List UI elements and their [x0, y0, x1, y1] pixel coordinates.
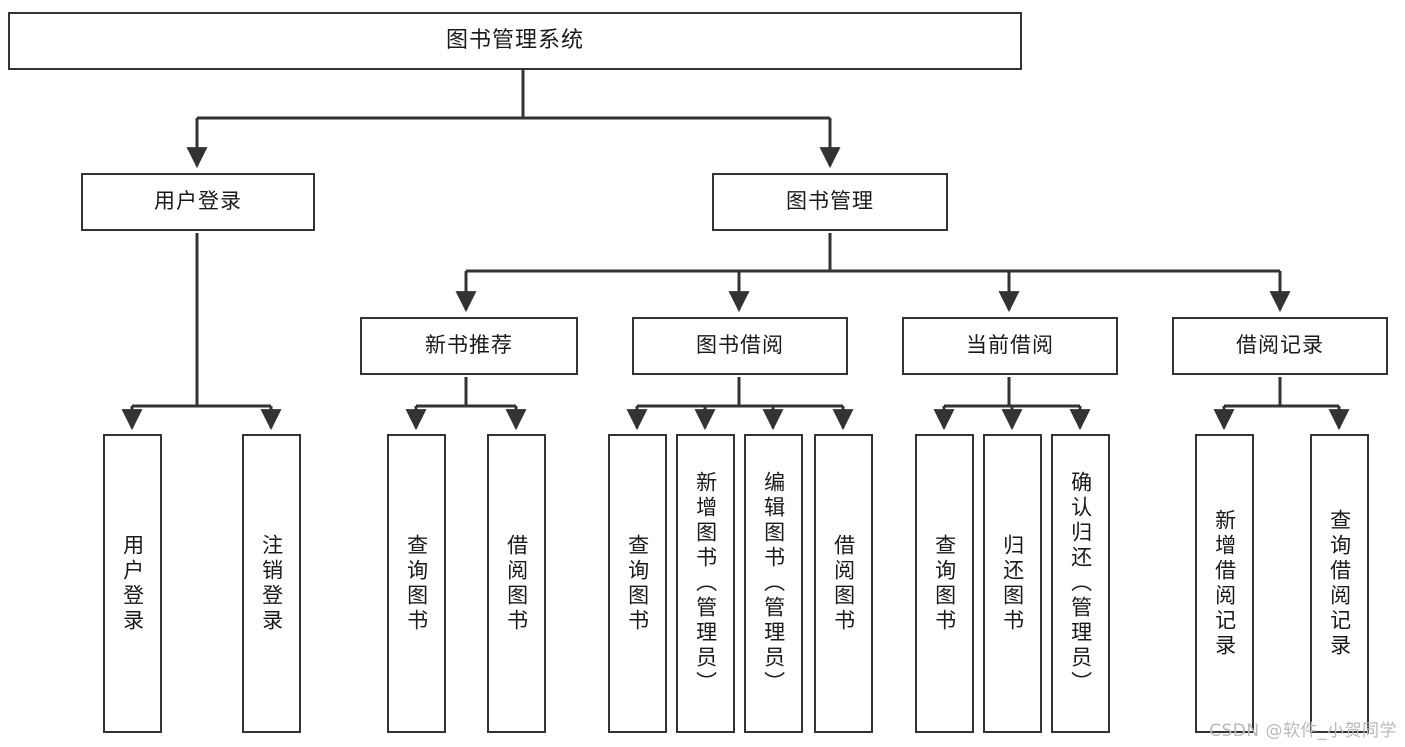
node-new-book-recommend[interactable]: 新书推荐	[360, 317, 578, 375]
node-leaf-query-book-3[interactable]: 查询图书	[915, 434, 974, 733]
node-book-borrow-label: 图书借阅	[696, 333, 784, 358]
node-user-login[interactable]: 用户登录	[81, 173, 315, 231]
node-leaf-return-book[interactable]: 归还图书	[983, 434, 1042, 733]
node-current-borrow-label: 当前借阅	[966, 333, 1054, 358]
node-leaf-logout-login-label: 注销登录	[259, 533, 284, 634]
node-leaf-logout-login[interactable]: 注销登录	[242, 434, 301, 733]
node-book-management[interactable]: 图书管理	[712, 173, 948, 231]
node-leaf-borrow-book-1[interactable]: 借阅图书	[487, 434, 546, 733]
node-leaf-borrow-book-1-label: 借阅图书	[504, 533, 529, 634]
node-leaf-confirm-return-label: 确认归还（管理员）	[1068, 471, 1093, 696]
node-new-book-recommend-label: 新书推荐	[425, 333, 513, 358]
node-leaf-query-book-1-label: 查询图书	[404, 533, 429, 634]
node-leaf-return-book-label: 归还图书	[1000, 533, 1025, 634]
node-leaf-add-book-label: 新增图书（管理员）	[693, 471, 718, 696]
node-book-borrow[interactable]: 图书借阅	[632, 317, 848, 375]
node-leaf-query-book-2-label: 查询图书	[625, 533, 650, 634]
node-leaf-confirm-return[interactable]: 确认归还（管理员）	[1051, 434, 1110, 733]
node-book-management-label: 图书管理	[786, 189, 874, 214]
node-leaf-query-record-label: 查询借阅记录	[1327, 508, 1352, 659]
node-user-login-label: 用户登录	[154, 189, 242, 214]
node-borrow-record-label: 借阅记录	[1236, 333, 1324, 358]
node-leaf-user-login-label: 用户登录	[120, 533, 145, 634]
node-current-borrow[interactable]: 当前借阅	[902, 317, 1118, 375]
node-borrow-record[interactable]: 借阅记录	[1172, 317, 1388, 375]
node-leaf-edit-book[interactable]: 编辑图书（管理员）	[744, 434, 803, 733]
node-leaf-user-login[interactable]: 用户登录	[103, 434, 162, 733]
node-leaf-add-record-label: 新增借阅记录	[1212, 508, 1237, 659]
node-leaf-query-book-1[interactable]: 查询图书	[387, 434, 446, 733]
node-leaf-query-book-3-label: 查询图书	[932, 533, 957, 634]
node-root-label: 图书管理系统	[445, 27, 584, 53]
node-leaf-borrow-book-2-label: 借阅图书	[831, 533, 856, 634]
node-leaf-query-book-2[interactable]: 查询图书	[608, 434, 667, 733]
node-leaf-query-record[interactable]: 查询借阅记录	[1310, 434, 1369, 733]
node-leaf-add-book[interactable]: 新增图书（管理员）	[676, 434, 735, 733]
node-leaf-edit-book-label: 编辑图书（管理员）	[761, 471, 786, 696]
node-leaf-borrow-book-2[interactable]: 借阅图书	[814, 434, 873, 733]
node-leaf-add-record[interactable]: 新增借阅记录	[1195, 434, 1254, 733]
node-root[interactable]: 图书管理系统	[8, 12, 1022, 70]
